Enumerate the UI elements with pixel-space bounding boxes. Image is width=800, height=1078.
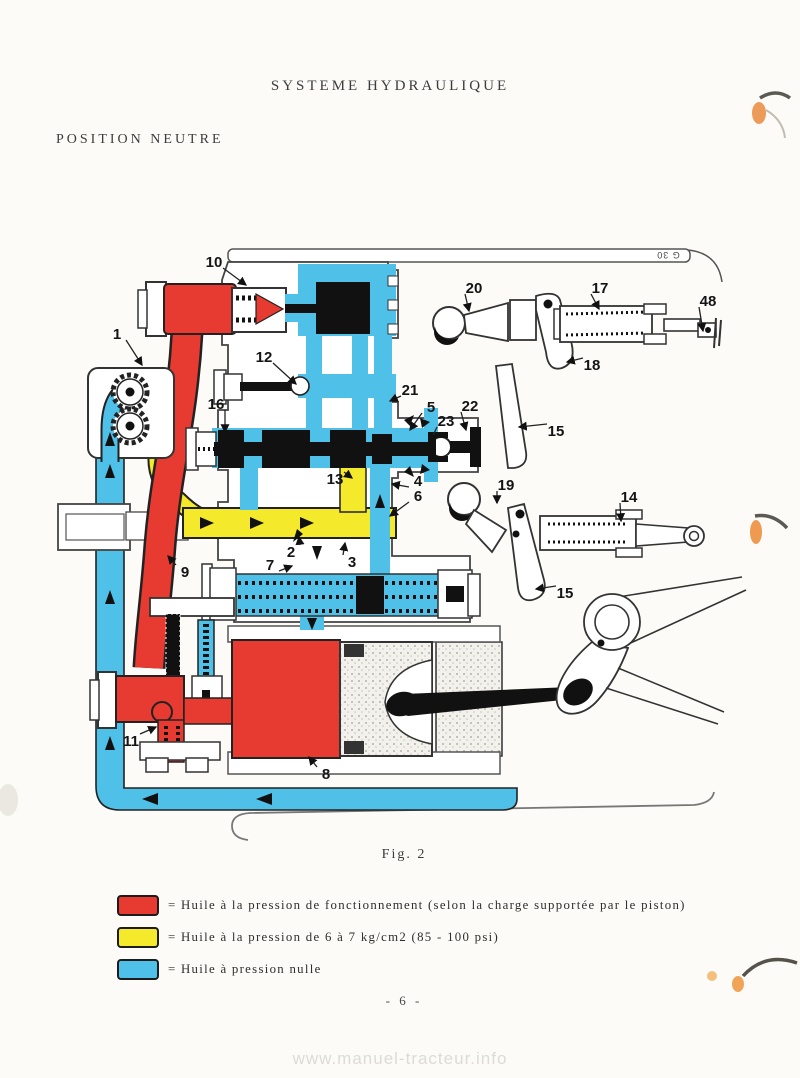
unloading-spool [316,275,399,335]
svg-text:14: 14 [621,489,638,506]
callout-21: 21 [388,382,419,402]
svg-text:17: 17 [592,280,609,297]
svg-text:16: 16 [208,396,225,413]
legend-row-zero-pressure: = Huile à pression nulle [117,959,322,980]
svg-text:11: 11 [123,733,139,750]
scan-artifact [0,91,798,992]
page-title: SYSTEME HYDRAULIQUE [270,78,510,94]
svg-text:20: 20 [466,280,483,297]
callout-4: 4 [390,473,423,490]
svg-text:4: 4 [414,473,423,490]
callout-23: 23 [429,413,455,444]
svg-text:18: 18 [584,357,601,374]
callout-12: 12 [256,349,297,385]
svg-text:2: 2 [287,544,295,561]
svg-text:8: 8 [322,766,330,783]
svg-text:10: 10 [206,254,223,271]
callout-9: 9 [167,555,189,581]
svg-text:15: 15 [548,423,565,440]
lift-pressure-gallery [182,465,397,560]
legend-label: = Huile à pression nulle [168,962,322,976]
svg-text:22: 22 [462,398,479,415]
callout-16: 16 [208,396,230,434]
svg-text:1: 1 [113,326,121,343]
callout-14: 14 [616,489,638,523]
check-valve [89,597,261,773]
callout-22: 22 [459,398,479,432]
callout-10: 10 [206,254,248,286]
legend-swatch-blue [117,959,159,980]
housing-top-cover: G 30 [227,248,723,283]
callout-7: 7 [266,557,294,574]
svg-text:3: 3 [348,554,356,571]
pressure-pipe [132,331,204,669]
callout-2: 2 [287,535,305,561]
callout-20: 20 [462,280,483,313]
ball-valve [213,369,310,405]
callout-8: 8 [308,755,330,783]
section-subtitle: POSITION NEUTRE [56,132,224,147]
gear-pump [87,367,175,462]
callout-5: 5 [409,399,435,432]
callout-48: 48 [697,293,717,333]
position-control-linkage [432,292,722,469]
svg-text:13: 13 [327,471,344,488]
callout-11: 11 [123,725,158,750]
lift-crank-arm [555,576,747,725]
relief-valve [137,281,319,337]
svg-text:6: 6 [414,488,422,505]
draft-control-linkage [447,482,705,602]
svg-text:21: 21 [402,382,419,399]
watermark: www.manuel-tracteur.info [292,1049,508,1068]
callout-15: 15 [517,421,565,440]
legend-label: = Huile à la pression de fonctionnement … [168,898,686,912]
svg-text:5: 5 [427,399,435,416]
figure-caption: Fig. 2 [381,847,427,862]
legend-row-low-pressure: = Huile à la pression de 6 à 7 kg/cm2 (8… [117,927,499,948]
legend-swatch-yellow [117,927,159,948]
corner-label: G 30 [656,250,680,260]
lower-valve-spool [201,563,481,625]
legend-swatch-red [117,895,159,916]
lift-cylinder [231,639,578,759]
svg-text:7: 7 [266,557,274,574]
return-line [95,429,518,811]
svg-text:48: 48 [700,293,717,310]
callout-13: 13 [327,469,354,488]
housing-bottom-cover [231,791,715,841]
callout-1: 1 [113,326,143,367]
page-number: - 6 - [385,993,423,1008]
svg-text:9: 9 [181,564,189,581]
legend-label: = Huile à la pression de 6 à 7 kg/cm2 (8… [168,930,500,944]
svg-text:23: 23 [438,413,455,430]
callout-3: 3 [339,541,356,571]
main-control-spool [185,415,481,477]
callout-18: 18 [565,355,601,374]
svg-text:19: 19 [498,477,515,494]
svg-text:12: 12 [256,349,273,366]
callout-17: 17 [590,280,609,311]
callout-19: 19 [492,477,515,505]
callout-15: 15 [534,583,574,602]
legend-row-working-pressure: = Huile à la pression de fonctionnement … [117,895,686,916]
callout-6: 6 [388,488,422,517]
svg-text:15: 15 [557,585,574,602]
